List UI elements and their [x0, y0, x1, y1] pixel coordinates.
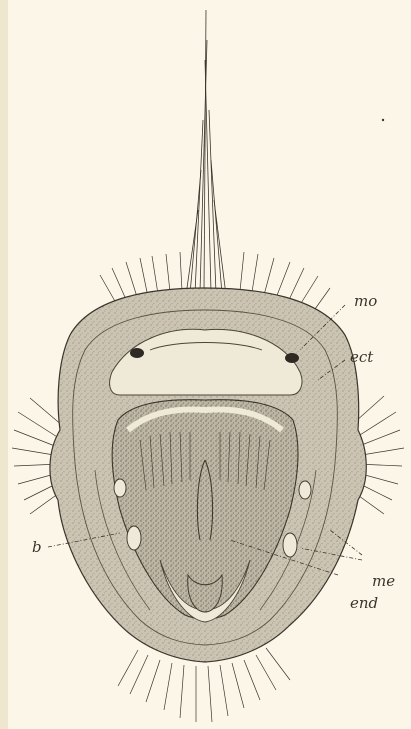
- label-end: end: [350, 594, 378, 612]
- eyespot-right: [285, 353, 299, 363]
- eyespot-left: [130, 348, 144, 358]
- mesoderm-cell: [114, 479, 126, 497]
- mesoderm-cell: [283, 533, 297, 557]
- apical-tuft: [186, 10, 226, 295]
- page-edge-shade: [0, 0, 8, 729]
- label-ect: ect: [350, 348, 373, 366]
- label-mo: mo: [354, 292, 377, 310]
- label-b: b: [32, 538, 42, 556]
- mesoderm-cell: [127, 526, 141, 550]
- label-me: me: [372, 572, 395, 590]
- mesoderm-cell: [299, 481, 311, 499]
- speck: [382, 119, 384, 121]
